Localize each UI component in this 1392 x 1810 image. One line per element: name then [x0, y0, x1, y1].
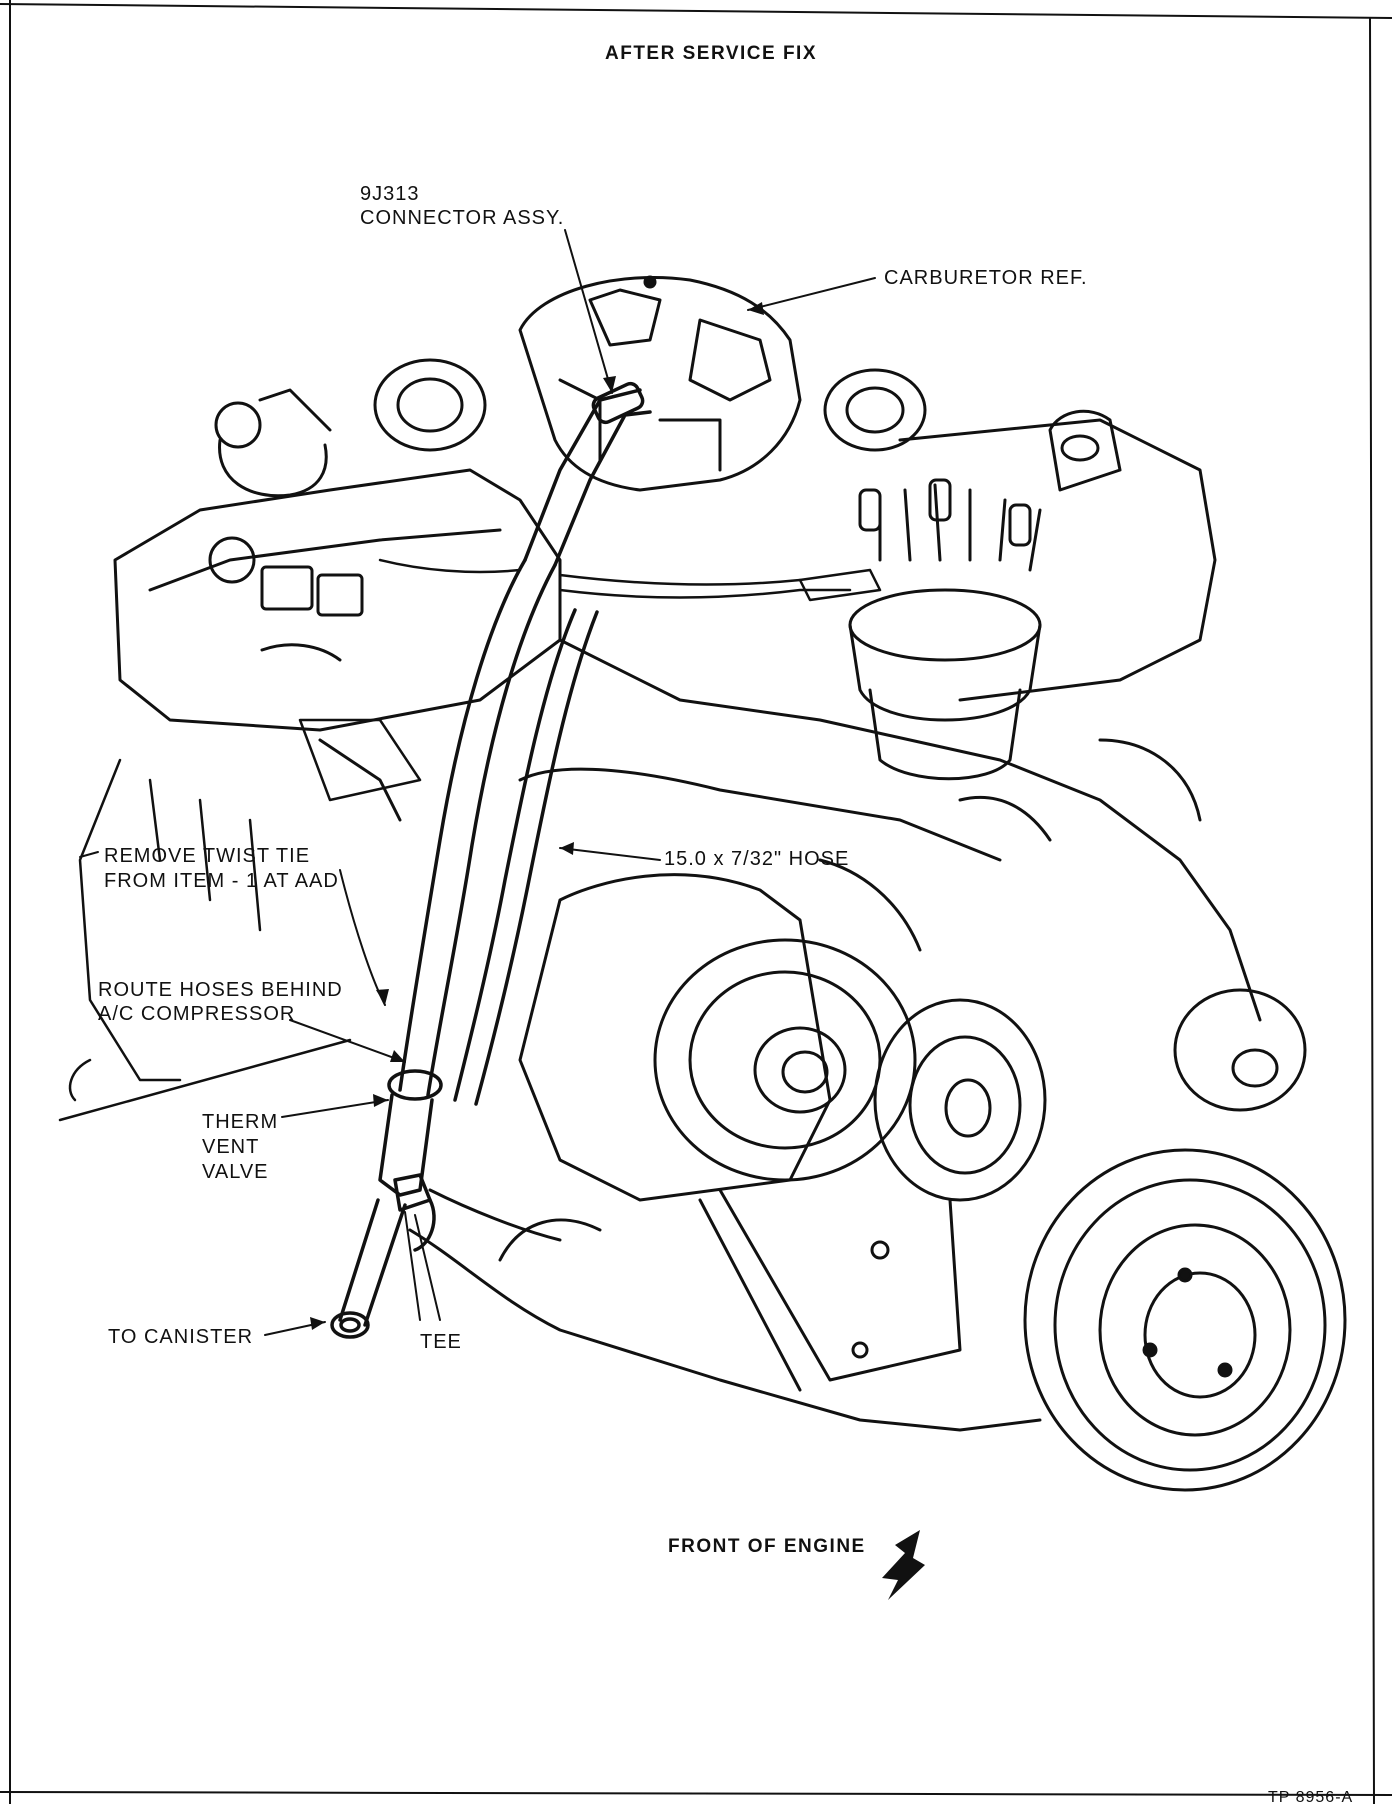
- connector-name: CONNECTOR ASSY.: [360, 207, 565, 229]
- right-valve-cover: [898, 409, 1217, 702]
- twist-tie-label-line2: FROM ITEM - 1 AT AAD: [104, 870, 339, 892]
- carburetor: [518, 275, 802, 492]
- left-valve-cover: [113, 468, 562, 822]
- hose-label: 15.0 x 7/32" HOSE: [664, 848, 850, 870]
- front-of-engine-label: FRONT OF ENGINE: [668, 1536, 866, 1557]
- canister-label: TO CANISTER: [108, 1326, 254, 1348]
- idler-pulley: [873, 998, 1047, 1202]
- front-cover: [518, 638, 1262, 1022]
- upper-left-pulley: [373, 358, 487, 452]
- leader-lines: [79, 229, 876, 1336]
- vapor-hoses: [330, 381, 652, 1339]
- bracket: [698, 1188, 962, 1392]
- reference-code: TP 8956-A: [1268, 1789, 1354, 1806]
- oil-pan: [408, 1188, 1042, 1432]
- breather: [214, 388, 332, 498]
- wiring: [378, 558, 882, 602]
- route-label-line2: A/C COMPRESSOR: [98, 1003, 296, 1025]
- ac-compressor: [518, 873, 917, 1202]
- distributor: [848, 478, 1042, 781]
- carburetor-label: CARBURETOR REF.: [884, 267, 1088, 289]
- therm-label-line2: VENT: [202, 1136, 260, 1158]
- left-block: [58, 718, 422, 1122]
- route-label-line1: ROUTE HOSES BEHIND: [98, 979, 343, 1001]
- water-pump-pulley: [1173, 988, 1307, 1112]
- twist-tie-label-line1: REMOVE TWIST TIE: [104, 845, 311, 867]
- upper-right-pulley: [823, 368, 927, 452]
- connector-part-number: 9J313: [360, 183, 420, 205]
- tee-label: TEE: [420, 1331, 462, 1353]
- therm-label-line3: VALVE: [202, 1161, 269, 1183]
- page-title: AFTER SERVICE FIX: [605, 43, 818, 64]
- therm-label-line1: THERM: [202, 1111, 279, 1133]
- crank-pulley: [1023, 1148, 1347, 1492]
